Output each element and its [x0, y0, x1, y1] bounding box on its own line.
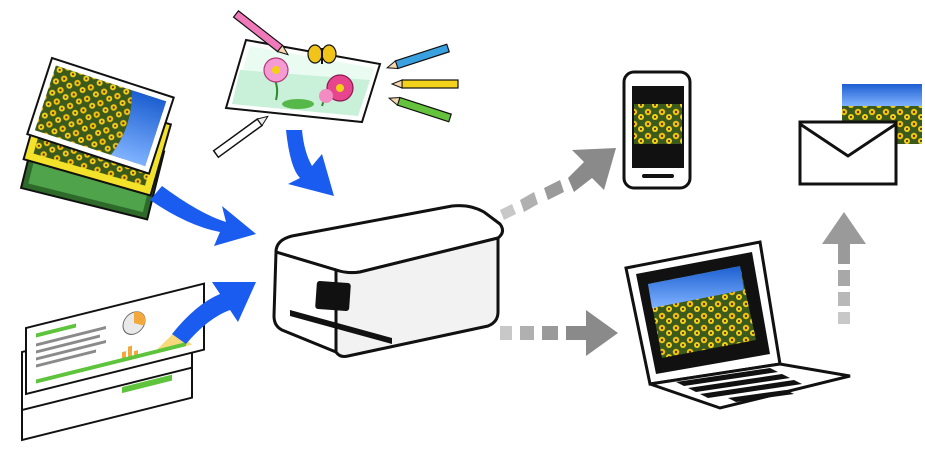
printer-icon	[272, 204, 505, 358]
arrow-laptop-to-email	[822, 212, 866, 324]
document-stack-icon	[21, 282, 205, 442]
arrow-drawing-to-printer	[286, 130, 334, 196]
input-arrows	[150, 130, 334, 344]
arrow-documents-to-printer	[172, 282, 256, 344]
arrow-photos-to-printer	[150, 186, 256, 246]
laptop-icon	[624, 240, 851, 410]
smartphone-icon	[622, 70, 692, 190]
drawing-icon	[212, 10, 459, 159]
arrow-printer-to-phone	[500, 148, 616, 220]
photo-stack-icon	[19, 56, 175, 221]
arrow-printer-to-laptop	[500, 310, 618, 356]
envelope-icon	[798, 84, 922, 186]
output-arrows	[500, 148, 866, 356]
